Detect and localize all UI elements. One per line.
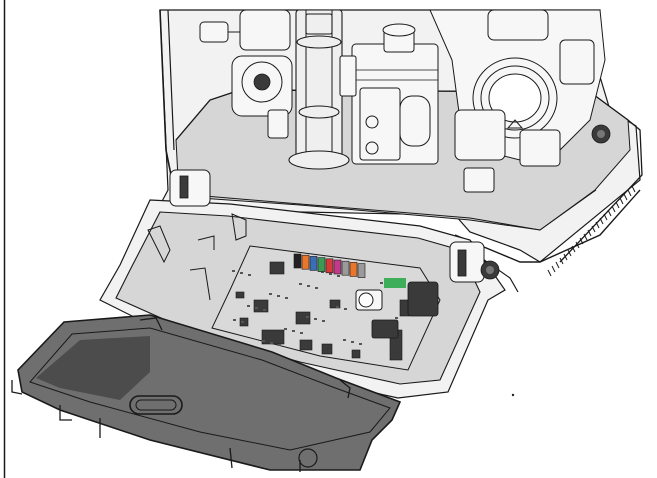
pcb-part: [248, 274, 251, 276]
pcb-part: [337, 275, 340, 277]
vent-slot: [627, 189, 632, 197]
pcb-part: [241, 321, 244, 323]
pcb-part: [232, 270, 235, 272]
terminal-block: [355, 278, 439, 339]
wire-connector: [301, 254, 310, 270]
vent-slot: [619, 197, 624, 205]
pcb-part: [285, 297, 288, 299]
vent-slot: [551, 265, 556, 273]
gas-valve: [339, 23, 439, 165]
pcb-part: [284, 328, 287, 330]
pcb-part: [263, 309, 266, 311]
pcb-part: [329, 273, 332, 275]
pcb-part: [359, 343, 362, 345]
wire-connector: [357, 263, 366, 278]
pcb-part: [322, 320, 325, 322]
pcb-part: [306, 316, 309, 318]
pcb-part: [270, 342, 273, 344]
pcb-part: [315, 287, 318, 289]
pcb-chip: [261, 329, 285, 345]
pcb: [211, 245, 441, 371]
pcb-part: [336, 306, 339, 308]
pcb-part: [233, 319, 236, 321]
vent-slot: [599, 217, 604, 225]
pcb-chip: [321, 343, 333, 355]
vent-slot: [595, 221, 600, 229]
vent-slot: [623, 193, 628, 201]
pcb-part: [343, 339, 346, 341]
vent-slot: [611, 205, 616, 213]
vent-slot: [587, 229, 592, 237]
flow-pipe: [288, 9, 350, 170]
wire-connector: [349, 262, 358, 277]
pcb-chip: [351, 349, 361, 359]
pcb-part: [240, 272, 243, 274]
vent-slot: [607, 209, 612, 217]
vent-slot: [583, 233, 588, 241]
pcb-chip: [329, 299, 341, 309]
pcb-part: [269, 293, 272, 295]
connector-row: [293, 253, 366, 278]
vent-slot: [631, 185, 636, 193]
pcb-part: [262, 340, 265, 342]
wire-connector: [333, 259, 342, 275]
wire-connector: [309, 256, 318, 271]
wire-connector: [325, 258, 334, 274]
marker-dot: [511, 393, 515, 397]
pcb-part: [351, 341, 354, 343]
hydraulic-block: [199, 9, 293, 139]
wire-connector: [293, 253, 302, 269]
vent-slot: [547, 269, 552, 277]
pcb-part: [255, 307, 258, 309]
vent-slot: [555, 261, 560, 269]
pcb-chip: [235, 291, 245, 299]
pcb-part: [395, 317, 398, 319]
pcb-part: [292, 330, 295, 332]
pcb-part: [307, 285, 310, 287]
pcb-part: [380, 282, 383, 284]
pcb-part: [300, 332, 303, 334]
vent-slot: [603, 213, 608, 221]
pcb-part: [277, 295, 280, 297]
vent-slot: [563, 253, 568, 261]
pcb-part: [344, 308, 347, 310]
pcb-part: [321, 271, 324, 273]
pcb-chip: [269, 261, 285, 275]
wire-connector: [341, 260, 350, 276]
vent-slot: [559, 257, 564, 265]
pcb-chip: [299, 339, 313, 351]
wire-connector: [317, 257, 326, 272]
fan-assembly: [429, 9, 606, 193]
vent-slot: [567, 249, 572, 257]
vent-slot: [591, 225, 596, 233]
control-box-cover: [11, 314, 402, 472]
fixing-screw: [591, 124, 611, 144]
vent-slot: [615, 201, 620, 209]
pcb-chip: [295, 311, 311, 325]
pcb-part: [299, 283, 302, 285]
pcb-part: [247, 305, 250, 307]
pcb-part: [278, 344, 281, 346]
pcb-part: [314, 318, 317, 320]
